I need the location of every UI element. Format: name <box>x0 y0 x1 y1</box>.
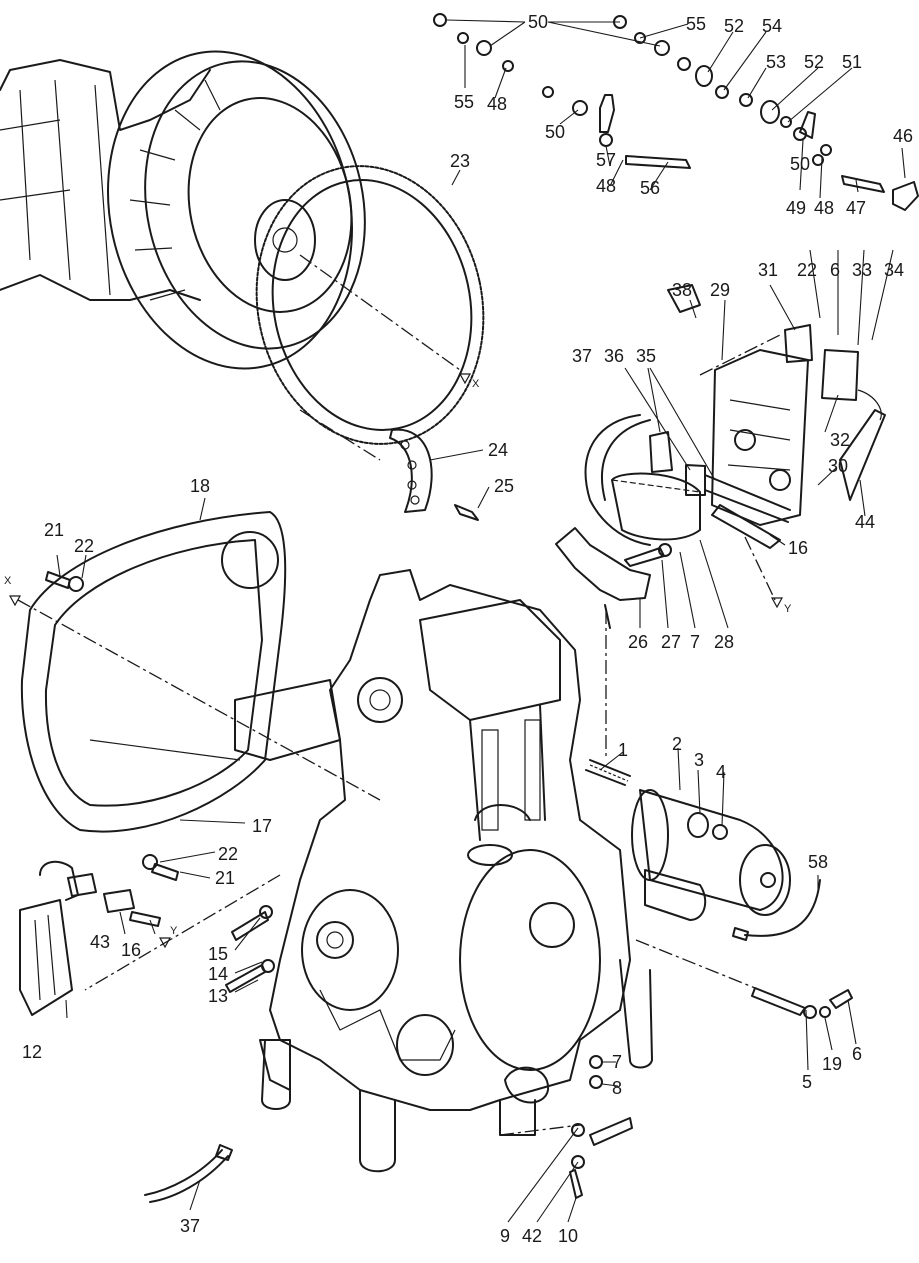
callout-18: 18 <box>190 476 210 496</box>
callout-31: 31 <box>758 260 778 280</box>
callout-51: 51 <box>842 52 862 72</box>
callout-32: 32 <box>830 430 850 450</box>
starter-motor-2 <box>585 759 791 921</box>
callout-55: 55 <box>454 92 474 112</box>
wiring-harness <box>584 389 886 549</box>
callout-13: 13 <box>208 986 228 1006</box>
callout-21: 21 <box>44 520 64 540</box>
callout-37: 37 <box>572 346 592 366</box>
callout-55: 55 <box>686 14 706 34</box>
callout-22: 22 <box>74 536 94 556</box>
callout-52: 52 <box>804 52 824 72</box>
callout-49: 49 <box>786 198 806 218</box>
callout-2: 2 <box>672 734 682 754</box>
bracket-26 <box>555 527 672 629</box>
callout-24: 24 <box>488 440 508 460</box>
callout-9: 9 <box>500 1226 510 1246</box>
callout-6: 6 <box>852 1044 862 1064</box>
ref-x-top: X <box>472 378 480 390</box>
callout-12: 12 <box>22 1042 42 1062</box>
callout-7: 7 <box>690 632 700 652</box>
bell-housing-outline <box>0 59 211 301</box>
callout-30: 30 <box>828 456 848 476</box>
callout-16: 16 <box>121 940 141 960</box>
callout-50: 50 <box>528 12 548 32</box>
ref-y-right: Y <box>784 603 792 615</box>
callout-37: 37 <box>180 1216 200 1236</box>
callout-54: 54 <box>762 16 782 36</box>
callout-1: 1 <box>618 740 628 760</box>
callout-22: 22 <box>218 844 238 864</box>
ref-markers <box>8 373 784 949</box>
side-parts <box>19 860 161 1016</box>
module-29 <box>667 284 859 526</box>
callout-38: 38 <box>672 280 692 300</box>
callout-53: 53 <box>766 52 786 72</box>
callout-19: 19 <box>822 1054 842 1074</box>
callout-8: 8 <box>612 1078 622 1098</box>
callout-48: 48 <box>814 198 834 218</box>
callout-43: 43 <box>90 932 110 952</box>
callout-26: 26 <box>628 632 648 652</box>
engine-block <box>234 569 653 1173</box>
callout-48: 48 <box>596 176 616 196</box>
cable-58 <box>732 879 821 941</box>
dipstick-37 <box>144 1144 233 1203</box>
callout-22: 22 <box>797 260 817 280</box>
segment-24 <box>389 428 479 521</box>
callout-50: 50 <box>790 154 810 174</box>
callout-25: 25 <box>494 476 514 496</box>
callout-35: 35 <box>636 346 656 366</box>
callout-10: 10 <box>558 1226 578 1246</box>
callout-15: 15 <box>208 944 228 964</box>
adapter-plate-18 <box>20 511 287 833</box>
callout-46: 46 <box>893 126 913 146</box>
callout-5: 5 <box>802 1072 812 1092</box>
callout-47: 47 <box>846 198 866 218</box>
callout-28: 28 <box>714 632 734 652</box>
flywheel-fan <box>106 50 366 370</box>
alignment-lines <box>17 254 781 1136</box>
callout-33: 33 <box>852 260 872 280</box>
callout-42: 42 <box>522 1226 542 1246</box>
callout-44: 44 <box>855 512 875 532</box>
callout-4: 4 <box>716 762 726 782</box>
callout-14: 14 <box>208 964 228 984</box>
callout-50: 50 <box>545 122 565 142</box>
callout-52: 52 <box>724 16 744 36</box>
hardware-top <box>433 13 919 211</box>
bolts-21-22 <box>45 571 179 881</box>
callout-57: 57 <box>596 150 616 170</box>
callout-labels: 50 55 52 54 53 52 51 55 48 50 46 57 23 5… <box>22 12 913 1246</box>
ref-x-left: X <box>4 575 12 587</box>
callout-56: 56 <box>640 178 660 198</box>
callout-58: 58 <box>808 852 828 872</box>
callout-7: 7 <box>612 1052 622 1072</box>
callout-48: 48 <box>487 94 507 114</box>
callout-36: 36 <box>604 346 624 366</box>
callout-21: 21 <box>215 868 235 888</box>
callout-17: 17 <box>252 816 272 836</box>
leader-lines <box>56 19 906 1223</box>
callout-6: 6 <box>830 260 840 280</box>
callout-3: 3 <box>694 750 704 770</box>
ref-y-left: Y <box>170 925 178 937</box>
callout-16: 16 <box>788 538 808 558</box>
callout-27: 27 <box>661 632 681 652</box>
callout-29: 29 <box>710 280 730 300</box>
callout-23: 23 <box>450 151 470 171</box>
callout-34: 34 <box>884 260 904 280</box>
